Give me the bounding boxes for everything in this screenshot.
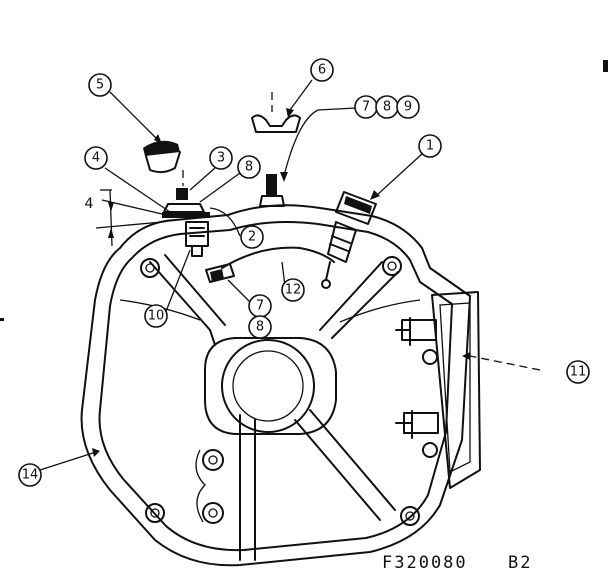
terminal-bracket (395, 291, 481, 489)
wing-nut-part-6 (251, 92, 301, 133)
callout-3: 3 (209, 146, 233, 170)
dimension-marker (95, 189, 163, 247)
connector-part-1 (321, 191, 377, 289)
figure-code: F320080 B2 (382, 553, 532, 573)
figure-code-revision: B2 (508, 553, 532, 573)
callout-8b: 8 (237, 155, 261, 179)
callout-9-label: 9 (404, 100, 412, 115)
wire-tube-part-12 (205, 246, 335, 283)
callout-5-label: 5 (96, 78, 104, 93)
callout-3-label: 3 (217, 151, 225, 166)
callout-10: 10 (144, 304, 168, 328)
callout-2-label: 2 (248, 230, 256, 245)
figure-code-number: F320080 (382, 553, 468, 573)
callout-14-label: 14 (22, 468, 39, 483)
callout-10-label: 10 (148, 309, 165, 324)
callout-8b-label: 8 (245, 160, 253, 175)
callout-12-label: 12 (285, 283, 302, 298)
fitting-part-10 (185, 221, 209, 257)
dimension-label: 4 (85, 196, 94, 212)
callout-5: 5 (88, 73, 112, 97)
callout-7b-label: 7 (256, 299, 264, 314)
stud-bolt (259, 174, 285, 207)
callout-7b-8c: 7 8 (248, 294, 272, 339)
callout-4-label: 4 (92, 151, 100, 166)
callout-1: 1 (418, 134, 442, 158)
leader-lines (39, 79, 541, 471)
callout-11: 11 (566, 360, 590, 384)
callout-8c-label: 8 (256, 320, 264, 335)
edge-tick (0, 318, 4, 321)
callout-14: 14 (18, 463, 42, 487)
mounting-holes (140, 256, 420, 526)
housing-body (80, 204, 471, 567)
edge-mark (603, 60, 608, 72)
callout-7a-label: 7 (362, 100, 370, 115)
callout-6: 6 (310, 58, 334, 82)
callout-6-label: 6 (318, 63, 326, 78)
callout-11-label: 11 (570, 365, 587, 380)
callout-12: 12 (281, 278, 305, 302)
callout-4: 4 (84, 146, 108, 170)
housing-ribs (119, 254, 421, 561)
center-hub (204, 337, 337, 435)
knob-cap-part-5 (143, 140, 181, 174)
callout-2: 2 (240, 225, 264, 249)
callout-7-8-9: 7 8 9 (354, 95, 420, 119)
callout-8a-label: 8 (383, 100, 391, 115)
callout-1-label: 1 (426, 139, 434, 154)
